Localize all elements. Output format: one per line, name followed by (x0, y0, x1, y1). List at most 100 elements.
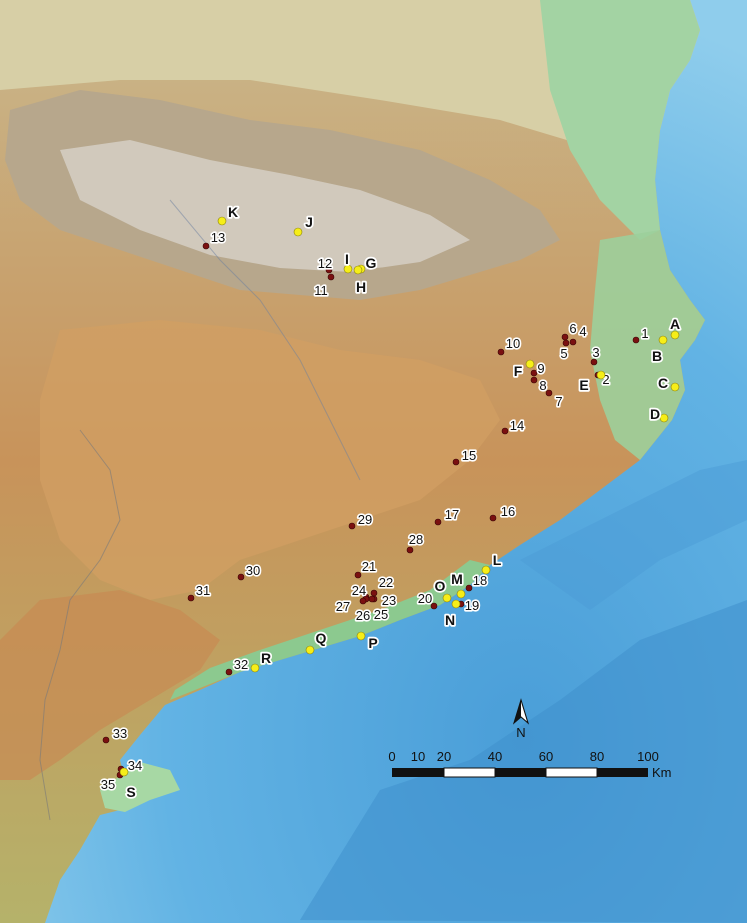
yellow-site-label: L (493, 552, 502, 568)
red-site-label: 6 (569, 321, 576, 336)
river (169, 199, 361, 481)
yellow-site-marker (658, 335, 668, 345)
yellow-site-marker (343, 264, 353, 274)
red-site-label: 4 (579, 324, 586, 339)
scale-segment (495, 768, 546, 777)
red-site-label: 35 (101, 777, 115, 792)
yellow-site-label: A (670, 316, 680, 332)
red-site-marker (237, 573, 245, 581)
yellow-site-marker (353, 265, 363, 275)
red-site-label: 27 (336, 599, 350, 614)
red-site-marker (187, 594, 195, 602)
north-arrow: N (512, 698, 530, 740)
scale-tick-label: 10 (411, 749, 425, 764)
regional-border (39, 429, 121, 821)
scale-segment (443, 767, 496, 778)
red-site-label: 33 (113, 726, 127, 741)
ebro-delta (100, 762, 180, 812)
red-site-marker (452, 458, 460, 466)
red-site-marker (590, 358, 598, 366)
red-site-label: 14 (510, 418, 524, 433)
yellow-site-label: R (261, 650, 271, 666)
yellow-site-label: J (305, 214, 313, 230)
red-site-marker (545, 389, 553, 397)
red-site-label: 24 (352, 583, 366, 598)
pyrenees-high (60, 140, 470, 272)
red-site-label: 26 (356, 608, 370, 623)
yellow-site-label: N (445, 612, 455, 628)
red-site-label: 11 (314, 283, 328, 298)
red-site-label: 13 (211, 230, 225, 245)
yellow-site-marker (659, 413, 669, 423)
red-site-marker (501, 427, 509, 435)
scale-tick-label: 20 (437, 749, 451, 764)
red-site-marker (225, 668, 233, 676)
red-site-layer: 1234567891011121314151617181920212223242… (99, 228, 650, 793)
red-site-marker (430, 602, 438, 610)
yellow-site-marker (525, 359, 535, 369)
north-arrow-half (514, 700, 521, 723)
red-site-marker (530, 376, 538, 384)
yellow-site-label: S (126, 784, 135, 800)
yellow-site-marker (250, 663, 260, 673)
yellow-site-label: P (368, 635, 377, 651)
red-site-label: 7 (555, 394, 562, 409)
red-site-marker (561, 333, 569, 341)
yellow-site-marker (451, 599, 461, 609)
yellow-site-label: H (356, 279, 366, 295)
red-site-label: 21 (362, 559, 376, 574)
red-site-label: 20 (418, 591, 432, 606)
scale-tick-label: 100 (637, 749, 659, 764)
yellow-site-marker (481, 565, 491, 575)
yellow-site-label: E (579, 377, 588, 393)
yellow-site-marker (442, 593, 452, 603)
red-site-marker (202, 242, 210, 250)
scale-tick-label: 80 (590, 749, 604, 764)
red-site-marker (359, 597, 367, 605)
red-site-marker (327, 273, 335, 281)
yellow-site-label: C (658, 375, 668, 391)
scale-unit: Km (652, 765, 672, 780)
yellow-site-marker (293, 227, 303, 237)
red-site-label: 15 (462, 448, 476, 463)
deep-sea (300, 600, 747, 923)
red-site-label: 3 (592, 345, 599, 360)
red-site-label: 18 (473, 573, 487, 588)
red-site-label: 23 (382, 593, 396, 608)
yellow-site-label: M (451, 571, 463, 587)
yellow-site-marker (305, 645, 315, 655)
yellow-site-marker (456, 589, 466, 599)
red-site-label: 28 (409, 532, 423, 547)
southern-ranges (0, 590, 220, 780)
red-site-label: 31 (196, 583, 210, 598)
red-site-marker (569, 338, 577, 346)
northern-plain (0, 0, 700, 150)
red-site-label: 32 (234, 657, 248, 672)
red-site-marker (434, 518, 442, 526)
red-site-marker (102, 736, 110, 744)
red-site-marker (530, 369, 538, 377)
red-site-label: 8 (539, 378, 546, 393)
red-site-marker (370, 589, 378, 597)
yellow-site-label: I (345, 251, 349, 267)
north-arrow-label: N (516, 725, 525, 740)
red-site-label: 22 (379, 575, 393, 590)
yellow-site-label: G (366, 255, 377, 271)
red-site-label: 1 (641, 326, 648, 341)
red-site-marker (354, 571, 362, 579)
red-site-label: 9 (537, 361, 544, 376)
coastal-plain-north (540, 0, 700, 240)
red-site-label: 25 (374, 607, 388, 622)
red-site-label: 2 (602, 372, 609, 387)
red-site-marker (325, 266, 333, 274)
scale-tick-label: 40 (488, 749, 502, 764)
red-site-label: 29 (358, 512, 372, 527)
scale-segment (545, 767, 598, 778)
red-site-marker (348, 522, 356, 530)
shelf-edge (520, 460, 747, 610)
red-site-label: 34 (128, 758, 142, 773)
red-site-label: 19 (465, 598, 479, 613)
